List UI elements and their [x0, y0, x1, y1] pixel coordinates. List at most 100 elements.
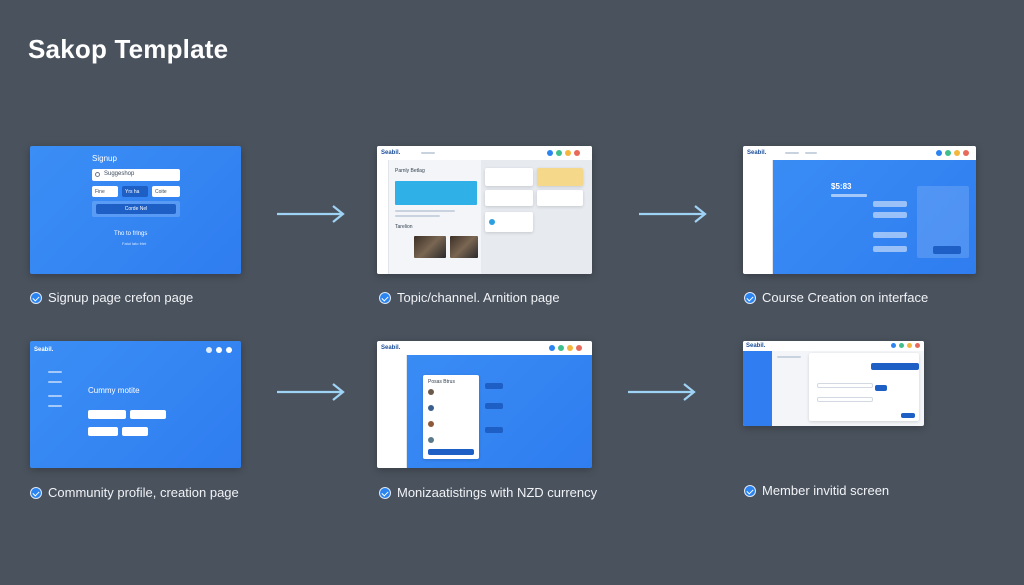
monetization-panel-title: Posas Btrus	[428, 379, 455, 385]
topic-feed-item-5[interactable]	[485, 212, 533, 232]
profile-icon[interactable]	[576, 345, 582, 351]
course-topbar: Seabil.	[743, 146, 976, 160]
profile-icon[interactable]	[915, 343, 920, 348]
topic-feed-item-2[interactable]	[537, 168, 583, 186]
profile-icon[interactable]	[226, 347, 232, 353]
member-card[interactable]: Seabil.	[743, 341, 924, 426]
topic-feed-item-1[interactable]	[485, 168, 533, 186]
page-title: Sakop Template	[28, 34, 229, 64]
member-send-button[interactable]	[901, 413, 915, 418]
notification-icon[interactable]	[206, 347, 212, 353]
topic-banner	[395, 181, 477, 205]
member-caption: Member invitid screen	[744, 483, 889, 498]
check-circle-icon	[379, 486, 391, 499]
monetization-price-1[interactable]	[485, 383, 503, 389]
member-email-field[interactable]	[817, 383, 873, 388]
member-role-field[interactable]	[817, 397, 873, 402]
user-avatar-icon[interactable]	[549, 345, 555, 351]
monetization-price-2[interactable]	[485, 403, 503, 409]
community-option-3[interactable]	[88, 427, 118, 436]
monetization-card[interactable]: Seabil. Posas Btrus	[377, 341, 592, 468]
community-option-1[interactable]	[88, 410, 126, 419]
monetization-panel[interactable]: Posas Btrus	[423, 375, 479, 459]
check-circle-icon	[30, 486, 42, 499]
settings-icon[interactable]	[567, 345, 573, 351]
profile-icon[interactable]	[963, 150, 969, 156]
topic-logo: Seabil.	[381, 150, 401, 156]
course-caption: Course Creation on interface	[744, 290, 928, 305]
signup-option-3-label: Coite	[155, 189, 167, 195]
user-avatar-icon[interactable]	[547, 150, 553, 156]
community-logo: Seabil.	[34, 347, 54, 353]
community-option-2[interactable]	[130, 410, 166, 419]
arrow-right-icon	[276, 204, 346, 224]
course-card[interactable]: Seabil. $5:83	[743, 146, 976, 274]
topic-feed-item-4[interactable]	[537, 190, 583, 206]
signup-heading: Signup	[92, 154, 117, 163]
community-option-4[interactable]	[122, 427, 148, 436]
check-circle-icon	[744, 291, 756, 304]
bell-icon[interactable]	[899, 343, 904, 348]
member-invite-button[interactable]	[871, 363, 919, 370]
topic-caption: Topic/channel. Arnition page	[379, 290, 560, 305]
monetization-logo: Seabil.	[381, 345, 401, 351]
search-icon	[95, 172, 100, 177]
course-sidebar	[743, 160, 773, 274]
check-circle-icon	[30, 291, 42, 304]
topic-card[interactable]: Seabil. Parnly Betlag Tarelion	[377, 146, 592, 274]
profile-icon[interactable]	[574, 150, 580, 156]
settings-icon[interactable]	[954, 150, 960, 156]
arrow-right-icon	[627, 382, 697, 402]
user-avatar-icon[interactable]	[891, 343, 896, 348]
arrow-right-icon	[276, 382, 346, 402]
signup-card[interactable]: Signup Suggeshop Fine Yrs ha Coite Corde…	[30, 146, 241, 274]
community-caption: Community profile, creation page	[30, 485, 239, 500]
topic-section-title: Parnly Betlag	[395, 168, 425, 174]
monetization-confirm-button[interactable]	[428, 449, 474, 455]
signup-option-1-label: Fine	[95, 189, 105, 195]
course-big-number: $5:83	[831, 182, 852, 191]
monetization-caption-text: Monizaatistings with NZD currency	[397, 485, 598, 500]
member-sidebar	[743, 351, 772, 426]
topic-photo-2	[450, 236, 478, 258]
bell-icon[interactable]	[558, 345, 564, 351]
topic-section2-title: Tarelion	[395, 224, 413, 230]
monetization-caption: Monizaatistings with NZD currency	[379, 485, 597, 500]
course-save-button[interactable]	[933, 246, 961, 254]
signup-input[interactable]: Suggeshop	[92, 169, 180, 181]
monetization-price-3[interactable]	[485, 427, 503, 433]
signup-input-value: Suggeshop	[104, 171, 135, 177]
check-circle-icon	[744, 484, 756, 497]
user-avatar-icon[interactable]	[936, 150, 942, 156]
member-logo: Seabil.	[746, 343, 766, 349]
topic-topbar: Seabil.	[377, 146, 592, 160]
bell-icon[interactable]	[945, 150, 951, 156]
signup-option-3[interactable]: Coite	[152, 186, 180, 197]
community-heading: Cummy motite	[88, 386, 140, 395]
bell-icon[interactable]	[556, 150, 562, 156]
topic-photo-1	[414, 236, 446, 258]
check-circle-icon	[379, 291, 391, 304]
signup-footer-subtext: Fatul lato frlet	[122, 241, 147, 246]
signup-option-1[interactable]: Fine	[92, 186, 118, 197]
course-logo: Seabil.	[747, 150, 767, 156]
settings-icon[interactable]	[565, 150, 571, 156]
signup-submit-button[interactable]: Corde Nel	[96, 204, 176, 214]
community-caption-text: Community profile, creation page	[48, 485, 239, 500]
community-card[interactable]: Seabil. Cummy motite	[30, 341, 241, 468]
topic-caption-text: Topic/channel. Arnition page	[397, 290, 560, 305]
signup-footer-text: Tho to frlngs	[114, 231, 148, 237]
user-avatar-icon[interactable]	[216, 347, 222, 353]
signup-caption: Signup page crefon page	[30, 290, 193, 305]
signup-option-2-label: Yrs ha	[125, 189, 140, 195]
member-topbar: Seabil.	[743, 341, 924, 351]
monetization-sidebar	[377, 355, 407, 468]
arrow-right-icon	[638, 204, 708, 224]
settings-icon[interactable]	[907, 343, 912, 348]
member-add-button[interactable]	[875, 385, 887, 391]
monetization-topbar: Seabil.	[377, 341, 592, 355]
member-caption-text: Member invitid screen	[762, 483, 890, 498]
course-caption-text: Course Creation on interface	[762, 290, 929, 305]
topic-feed-item-3[interactable]	[485, 190, 533, 206]
signup-option-2[interactable]: Yrs ha	[122, 186, 148, 197]
